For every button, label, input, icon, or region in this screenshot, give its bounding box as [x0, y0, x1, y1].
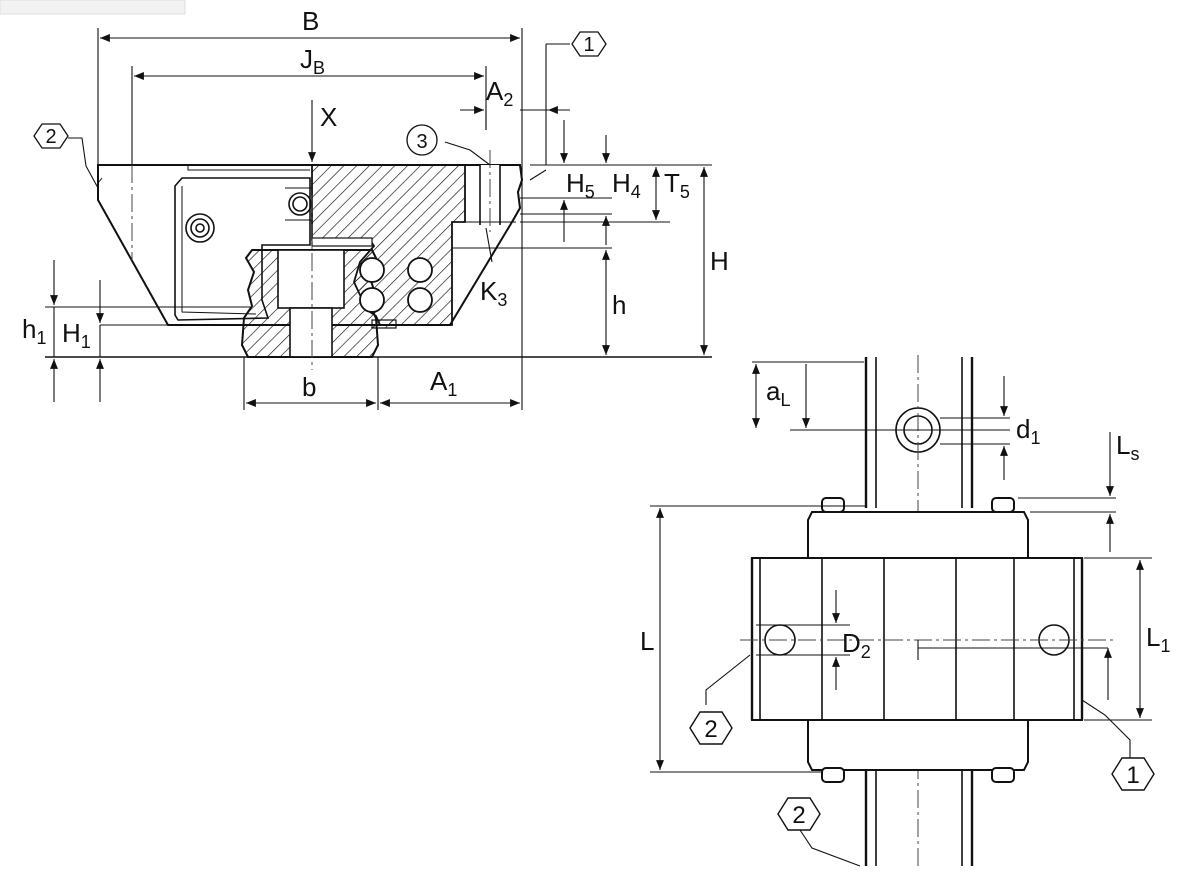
carriage-top — [751, 557, 1083, 721]
rail-top — [864, 357, 974, 508]
side-screw — [288, 192, 312, 216]
label-K3: K3 — [480, 276, 507, 310]
label-h1: h1 — [22, 314, 46, 348]
label-D2: D2 — [842, 628, 871, 662]
rail-bottom — [864, 770, 974, 866]
label-aL: aL — [766, 376, 790, 410]
label-d1: d1 — [1016, 414, 1040, 448]
callout-2-left: 2 — [689, 711, 733, 745]
svg-text:3: 3 — [416, 131, 427, 153]
label-X: X — [320, 102, 337, 132]
label-H4: H4 — [612, 168, 641, 202]
callout-1: 1 — [571, 31, 607, 57]
callout-3: 3 — [406, 124, 438, 156]
ball — [359, 257, 385, 283]
label-T5: T5 — [664, 168, 690, 202]
label-A1: A1 — [430, 366, 457, 400]
svg-text:2: 2 — [704, 716, 717, 743]
label-h: h — [612, 290, 626, 320]
end-cap-top — [807, 511, 1029, 559]
callout-2: 2 — [33, 123, 69, 149]
svg-text:1: 1 — [583, 34, 594, 56]
svg-text:1: 1 — [1126, 762, 1139, 789]
label-B: B — [302, 6, 319, 36]
ball — [407, 287, 433, 313]
label-H1: H1 — [62, 318, 91, 352]
callout-2-bottom: 2 — [777, 797, 821, 831]
lube-nipple-outer — [185, 213, 215, 243]
ball — [359, 287, 385, 313]
label-H: H — [710, 246, 729, 276]
top-view: 2 1 2 aL d1 Ls L L1 D2 — [640, 355, 1170, 867]
label-b: b — [302, 372, 316, 402]
front-view: 1 2 3 B JB A2 X H5 H4 T5 H K3 h h1 H1 b … — [22, 6, 729, 410]
corner-tab — [0, 0, 186, 15]
label-A2: A2 — [486, 76, 513, 110]
svg-text:2: 2 — [45, 126, 56, 148]
svg-text:2: 2 — [792, 802, 805, 829]
label-L: L — [640, 626, 654, 656]
label-Ls: Ls — [1116, 430, 1139, 464]
end-cap-bottom — [807, 719, 1029, 771]
callout-1-right: 1 — [1111, 757, 1155, 791]
ball — [407, 257, 433, 283]
label-H5: H5 — [566, 168, 595, 202]
label-L1: L1 — [1146, 622, 1170, 656]
label-JB: JB — [300, 44, 325, 78]
